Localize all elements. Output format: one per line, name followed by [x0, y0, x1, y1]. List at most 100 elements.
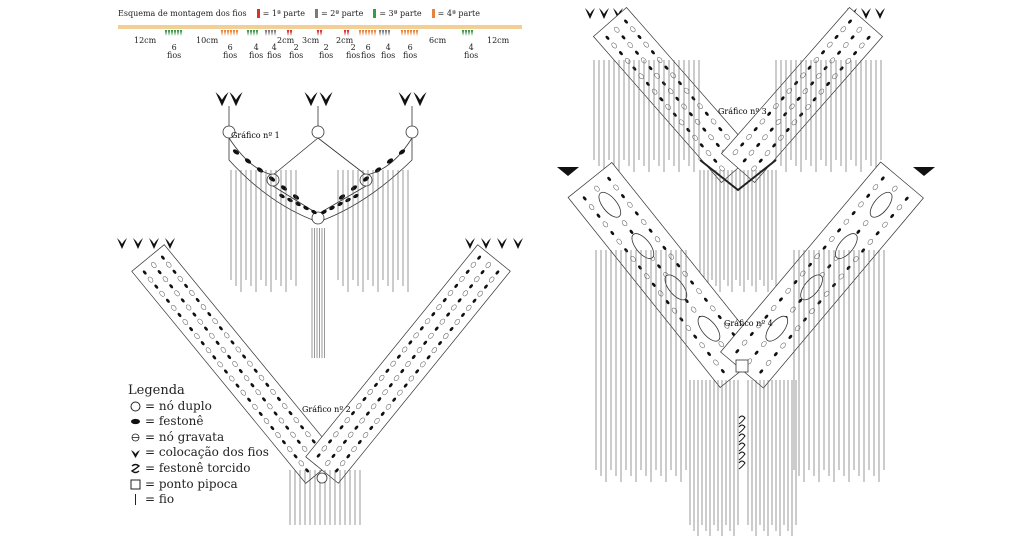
double-knot — [378, 374, 385, 381]
strip-thread-mark — [400, 30, 404, 36]
double-knot — [732, 149, 739, 156]
strip-thread-mark — [179, 30, 183, 36]
festone-knot — [235, 383, 240, 388]
popcorn-stitch — [735, 359, 749, 373]
double-knot — [454, 319, 460, 325]
festone-knot — [374, 382, 378, 387]
line-icon — [134, 494, 136, 506]
festone-knot — [270, 425, 275, 431]
double-knot — [829, 236, 835, 242]
double-knot — [431, 347, 438, 354]
festone-knot — [821, 50, 825, 55]
double-knot — [602, 221, 609, 228]
double-knot — [162, 276, 169, 283]
double-knot — [424, 318, 431, 325]
festone-knot — [244, 158, 252, 164]
strip-thread-mark — [170, 30, 174, 36]
twisted-festone — [738, 433, 746, 443]
double-knot — [681, 103, 687, 110]
festone-knot — [848, 19, 852, 24]
part-3-swatch — [373, 9, 377, 18]
oval-opening — [598, 191, 622, 218]
assembly-title: Esquema de montagem dos fios — [118, 9, 247, 18]
festone-knot — [758, 158, 763, 163]
festone-knot — [621, 194, 625, 199]
festone-knot — [337, 201, 343, 207]
festone-knot — [796, 96, 801, 101]
double-knot — [258, 374, 265, 381]
double-knot — [217, 361, 223, 368]
festone-knot — [295, 201, 301, 207]
double-knot — [685, 325, 691, 331]
festone-knot — [331, 453, 336, 458]
double-knot — [627, 42, 633, 48]
festone-knot — [408, 340, 413, 345]
graphic-2 — [117, 238, 523, 525]
double-knot — [778, 134, 784, 141]
festone-knot — [195, 297, 200, 303]
double-knot — [165, 261, 172, 268]
festone-knot — [793, 280, 798, 285]
double-knot — [263, 418, 270, 424]
strip-thread-mark — [255, 30, 259, 36]
double-knot — [447, 290, 454, 296]
double-knot — [485, 262, 491, 268]
double-knot — [370, 403, 377, 410]
festone-knot — [377, 397, 382, 402]
distance-label: 6cm — [429, 36, 447, 45]
festone-knot — [582, 196, 587, 201]
festone-knot — [442, 297, 447, 303]
double-knot — [818, 88, 825, 95]
festone-knot — [637, 34, 642, 39]
festone-knot — [303, 205, 309, 211]
festone-knot — [812, 97, 817, 102]
festone-knot — [454, 283, 459, 288]
placement-icon — [215, 92, 229, 107]
twisted-festone — [738, 451, 746, 461]
placement-icon — [481, 238, 491, 249]
festone-knot — [353, 193, 359, 199]
double-knot — [621, 220, 628, 227]
double-knot — [697, 103, 703, 109]
double-knot — [390, 360, 396, 367]
festone-knot — [851, 211, 856, 216]
double-knot — [333, 431, 339, 438]
double-knot — [316, 472, 328, 484]
festone-knot — [713, 158, 718, 163]
double-knot — [275, 432, 281, 438]
oval-opening — [697, 315, 721, 342]
graphic-2-label: Gráfico nº 2 — [302, 405, 351, 414]
festone-knot — [184, 283, 188, 288]
festone-knot — [338, 194, 346, 200]
double-knot — [243, 375, 250, 382]
festone-knot — [438, 341, 442, 346]
festone-knot — [369, 425, 374, 431]
double-knot — [789, 103, 795, 110]
festone-knot — [621, 35, 626, 40]
festone-knot — [767, 111, 772, 116]
festone-knot — [242, 354, 246, 359]
festone-knot — [446, 312, 450, 317]
festone-knot — [607, 176, 612, 181]
legend-item: = nó gravata — [128, 430, 269, 446]
festone-knot — [258, 411, 263, 416]
circle-icon — [130, 401, 140, 412]
knot-band — [720, 7, 884, 183]
placement-icon — [861, 8, 871, 19]
part-4-swatch — [431, 9, 435, 18]
strip-thread-mark — [286, 30, 290, 36]
placement-icon — [304, 92, 318, 107]
strip-thread-mark — [370, 30, 374, 36]
festone-knot — [400, 369, 405, 374]
double-knot — [682, 270, 688, 277]
festone-knot — [822, 245, 827, 250]
festone-knot — [605, 35, 610, 40]
double-knot — [761, 341, 767, 347]
double-knot — [405, 125, 419, 139]
festone-knot — [773, 352, 778, 357]
festone-knot — [880, 176, 885, 181]
legend-item: = fio — [128, 492, 269, 508]
double-knot — [748, 149, 755, 156]
twisted-festone — [738, 442, 746, 452]
